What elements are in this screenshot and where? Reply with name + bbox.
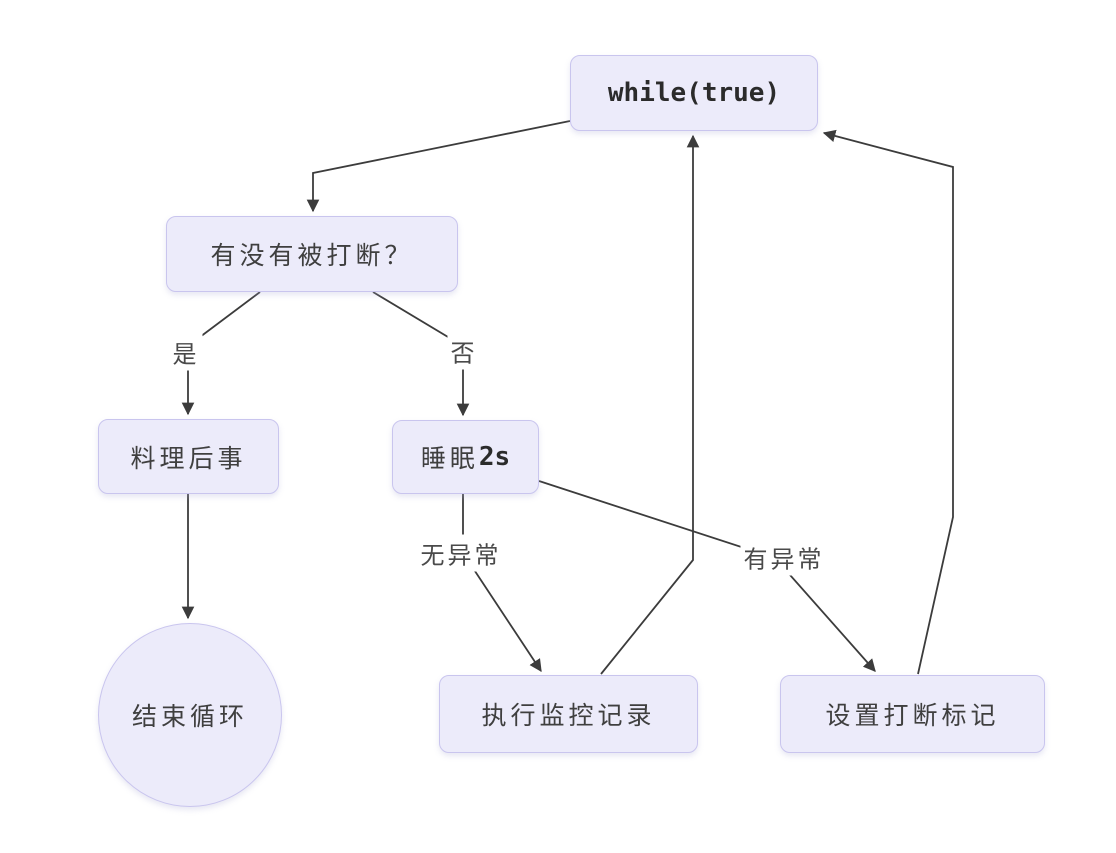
edge-label-yes: 是 <box>169 333 203 371</box>
edge-setflag-to-while <box>822 129 954 675</box>
node-interrupt-check-label: 有没有被打断？ <box>210 241 414 270</box>
edge-while-to-check <box>306 120 571 213</box>
node-cleanup-label: 料理后事 <box>130 443 247 473</box>
node-cleanup: 料理后事 <box>98 419 279 494</box>
node-while-true-label: while(true) <box>607 78 781 108</box>
edge-sleep-to-monitor <box>462 494 542 673</box>
node-while-true: while(true) <box>570 55 818 131</box>
node-sleep-label: 睡眠 <box>420 444 479 473</box>
node-set-flag-label: 设置打断标记 <box>825 701 1000 730</box>
edge-monitor-to-while <box>600 134 700 675</box>
node-monitor-log-label: 执行监控记录 <box>481 701 656 730</box>
edge-label-no-exception: 无异常 <box>417 534 505 572</box>
edge-sleep-to-setflag <box>538 480 876 672</box>
node-interrupt-check: 有没有被打断？ <box>166 216 458 292</box>
edge-label-has-exception: 有异常 <box>740 538 828 576</box>
edge-label-no: 否 <box>447 332 481 370</box>
node-end-loop-label: 结束循环 <box>131 702 248 731</box>
node-set-flag: 设置打断标记 <box>780 675 1045 753</box>
node-sleep-duration: 2s <box>478 442 511 472</box>
node-end-loop: 结束循环 <box>98 623 282 807</box>
node-monitor-log: 执行监控记录 <box>439 675 698 753</box>
